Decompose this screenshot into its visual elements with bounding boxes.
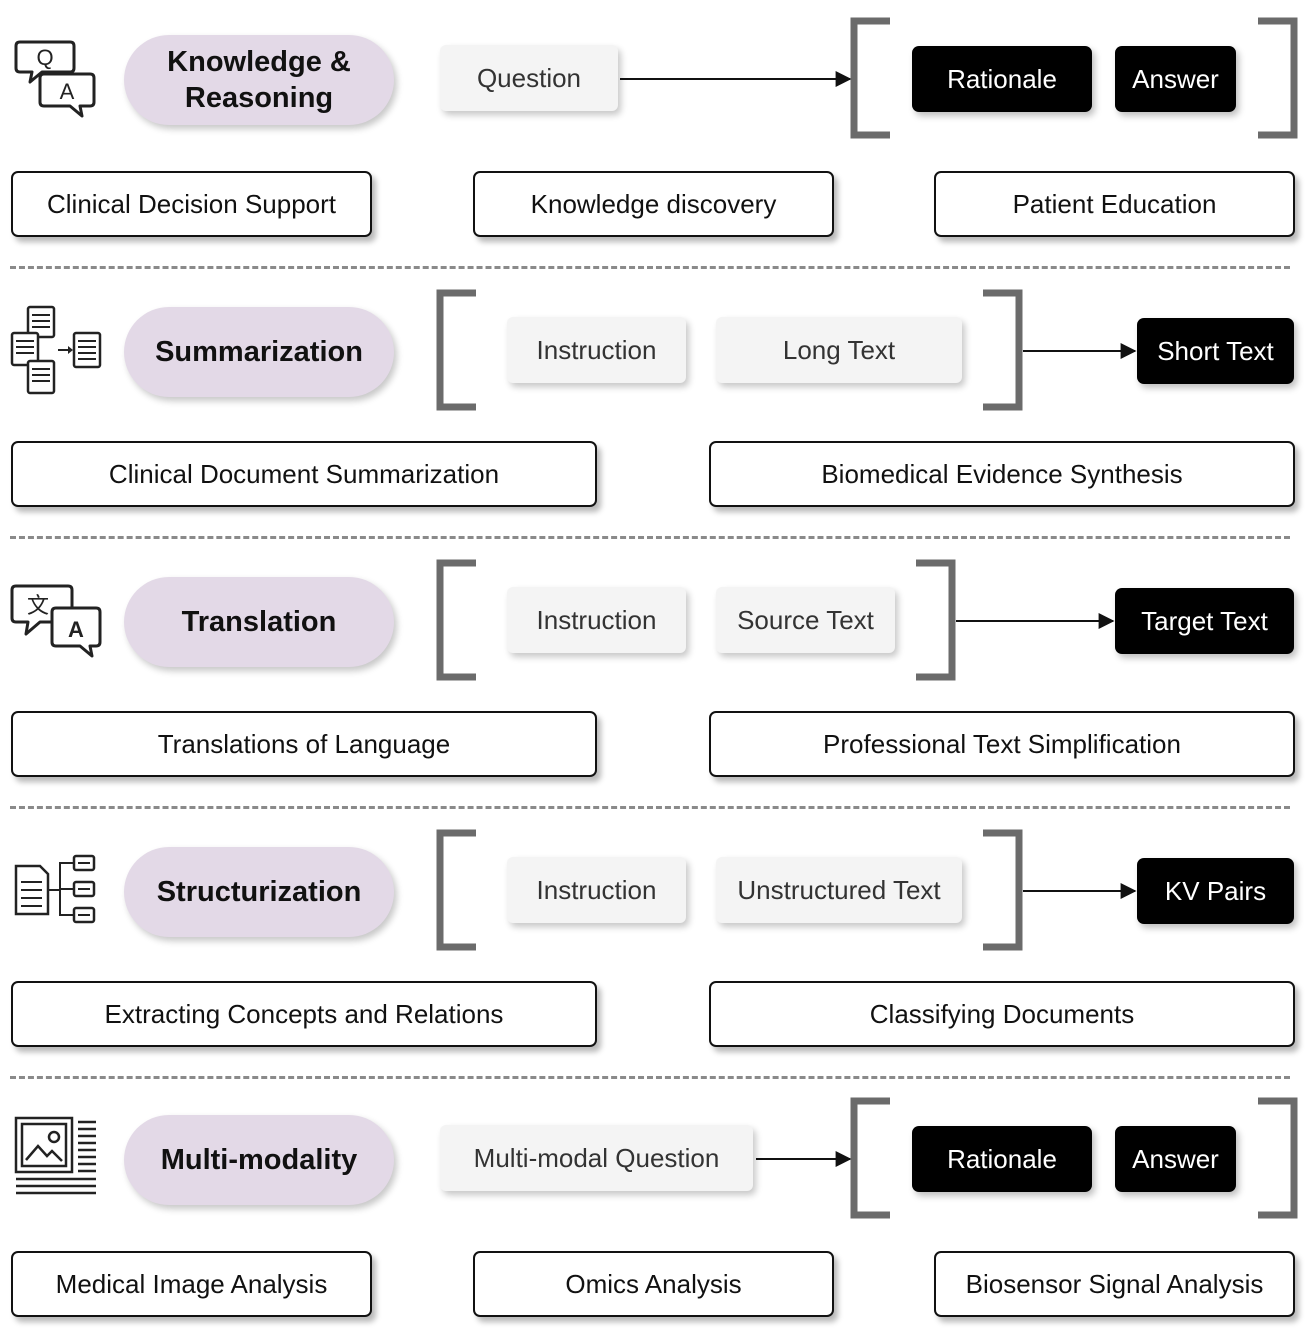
bracket-left	[436, 559, 476, 681]
output-box: KV Pairs	[1137, 858, 1294, 924]
input-box: Long Text	[716, 317, 962, 383]
output-box: Rationale	[912, 1126, 1092, 1192]
input-box: Question	[440, 45, 618, 111]
application-box: Medical Image Analysis	[11, 1251, 372, 1317]
category-pill: Knowledge & Reasoning	[124, 35, 394, 125]
section-divider	[10, 266, 1290, 269]
input-box: Instruction	[507, 587, 686, 653]
input-box: Multi-modal Question	[440, 1125, 753, 1191]
application-box: Omics Analysis	[473, 1251, 834, 1317]
bracket-right	[983, 289, 1023, 411]
svg-text:Q: Q	[36, 45, 53, 70]
image-document-icon	[14, 1116, 96, 1195]
application-box: Knowledge discovery	[473, 171, 834, 237]
output-box: Answer	[1115, 1126, 1236, 1192]
bracket-left	[850, 17, 890, 139]
input-box: Instruction	[507, 317, 686, 383]
bracket-right	[916, 559, 956, 681]
category-pill: Multi-modality	[124, 1115, 394, 1205]
category-pill: Summarization	[124, 307, 394, 397]
category-pill: Structurization	[124, 847, 394, 937]
qa-chat-icon: Q A	[14, 40, 96, 118]
input-box: Instruction	[507, 857, 686, 923]
application-box: Extracting Concepts and Relations	[11, 981, 597, 1047]
application-box: Biomedical Evidence Synthesis	[709, 441, 1295, 507]
application-box: Professional Text Simplification	[709, 711, 1295, 777]
bracket-left	[850, 1097, 890, 1219]
input-box: Unstructured Text	[716, 857, 962, 923]
svg-text:A: A	[60, 79, 75, 104]
bracket-right	[1258, 17, 1298, 139]
application-box: Patient Education	[934, 171, 1295, 237]
output-box: Target Text	[1115, 588, 1294, 654]
section-divider	[10, 1076, 1290, 1079]
application-box: Clinical Decision Support	[11, 171, 372, 237]
bracket-left	[436, 829, 476, 951]
application-box: Biosensor Signal Analysis	[934, 1251, 1295, 1317]
section-divider	[10, 536, 1290, 539]
application-box: Clinical Document Summarization	[11, 441, 597, 507]
svg-text:文: 文	[27, 594, 49, 619]
category-pill: Translation	[124, 577, 394, 667]
language-translate-icon: 文 A	[10, 584, 102, 658]
document-tree-icon	[14, 854, 96, 924]
documents-merge-icon	[10, 305, 102, 395]
svg-text:A: A	[68, 617, 84, 642]
bracket-right	[1258, 1097, 1298, 1219]
input-box: Source Text	[716, 587, 895, 653]
section-divider	[10, 806, 1290, 809]
output-box: Rationale	[912, 46, 1092, 112]
application-box: Classifying Documents	[709, 981, 1295, 1047]
bracket-right	[983, 829, 1023, 951]
bracket-left	[436, 289, 476, 411]
application-box: Translations of Language	[11, 711, 597, 777]
output-box: Short Text	[1137, 318, 1294, 384]
output-box: Answer	[1115, 46, 1236, 112]
